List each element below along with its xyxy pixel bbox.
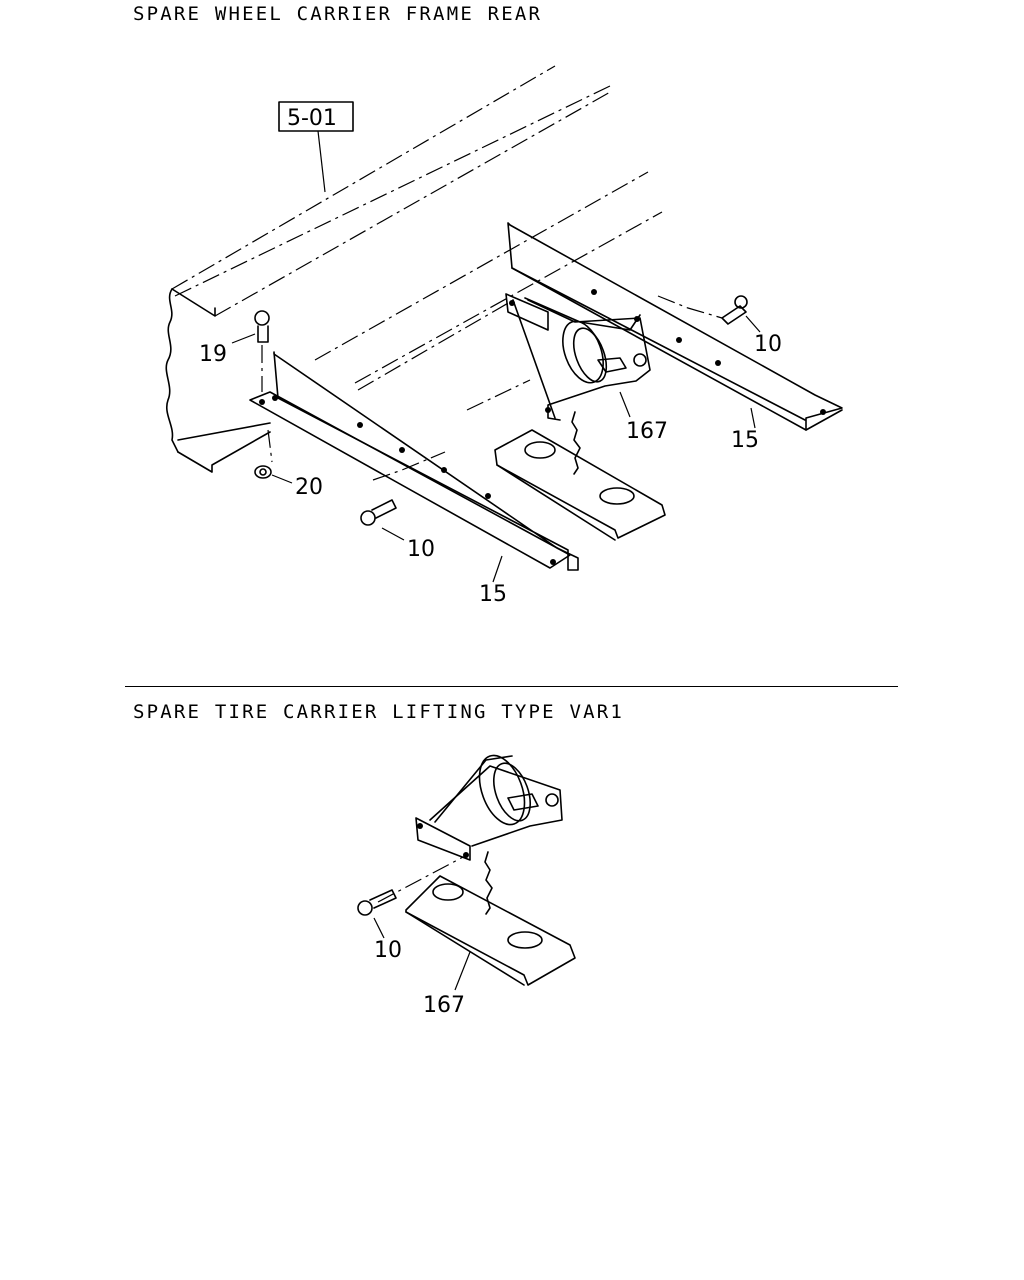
winch-assembly-var1 [377, 754, 576, 986]
callout-10: 10 [374, 938, 402, 963]
bolt-icon [254, 310, 270, 392]
bolt-icon [721, 295, 748, 325]
bolt-icon [357, 889, 397, 916]
callout-10: 10 [407, 537, 435, 562]
section-title-frame-rear: SPARE WHEEL CARRIER FRAME REAR [133, 3, 543, 25]
callout-167: 167 [626, 419, 668, 444]
callout-167: 167 [423, 993, 465, 1018]
winch-assembly [466, 293, 666, 541]
bracket-right [507, 222, 843, 431]
callout-10: 10 [754, 332, 782, 357]
reference-box: 5-01 [278, 101, 354, 193]
frame-rail [165, 65, 663, 473]
callout-20: 20 [295, 475, 323, 500]
section-divider [125, 686, 898, 687]
nut-icon [254, 465, 272, 479]
reference-label: 5-01 [287, 106, 337, 131]
callout-15: 15 [479, 582, 507, 607]
section-title-lifting-type: SPARE TIRE CARRIER LIFTING TYPE VAR1 [133, 701, 625, 723]
bolt-icon [360, 499, 397, 526]
callout-19: 19 [199, 342, 227, 367]
bracket-left [249, 351, 579, 571]
callout-15: 15 [731, 428, 759, 453]
